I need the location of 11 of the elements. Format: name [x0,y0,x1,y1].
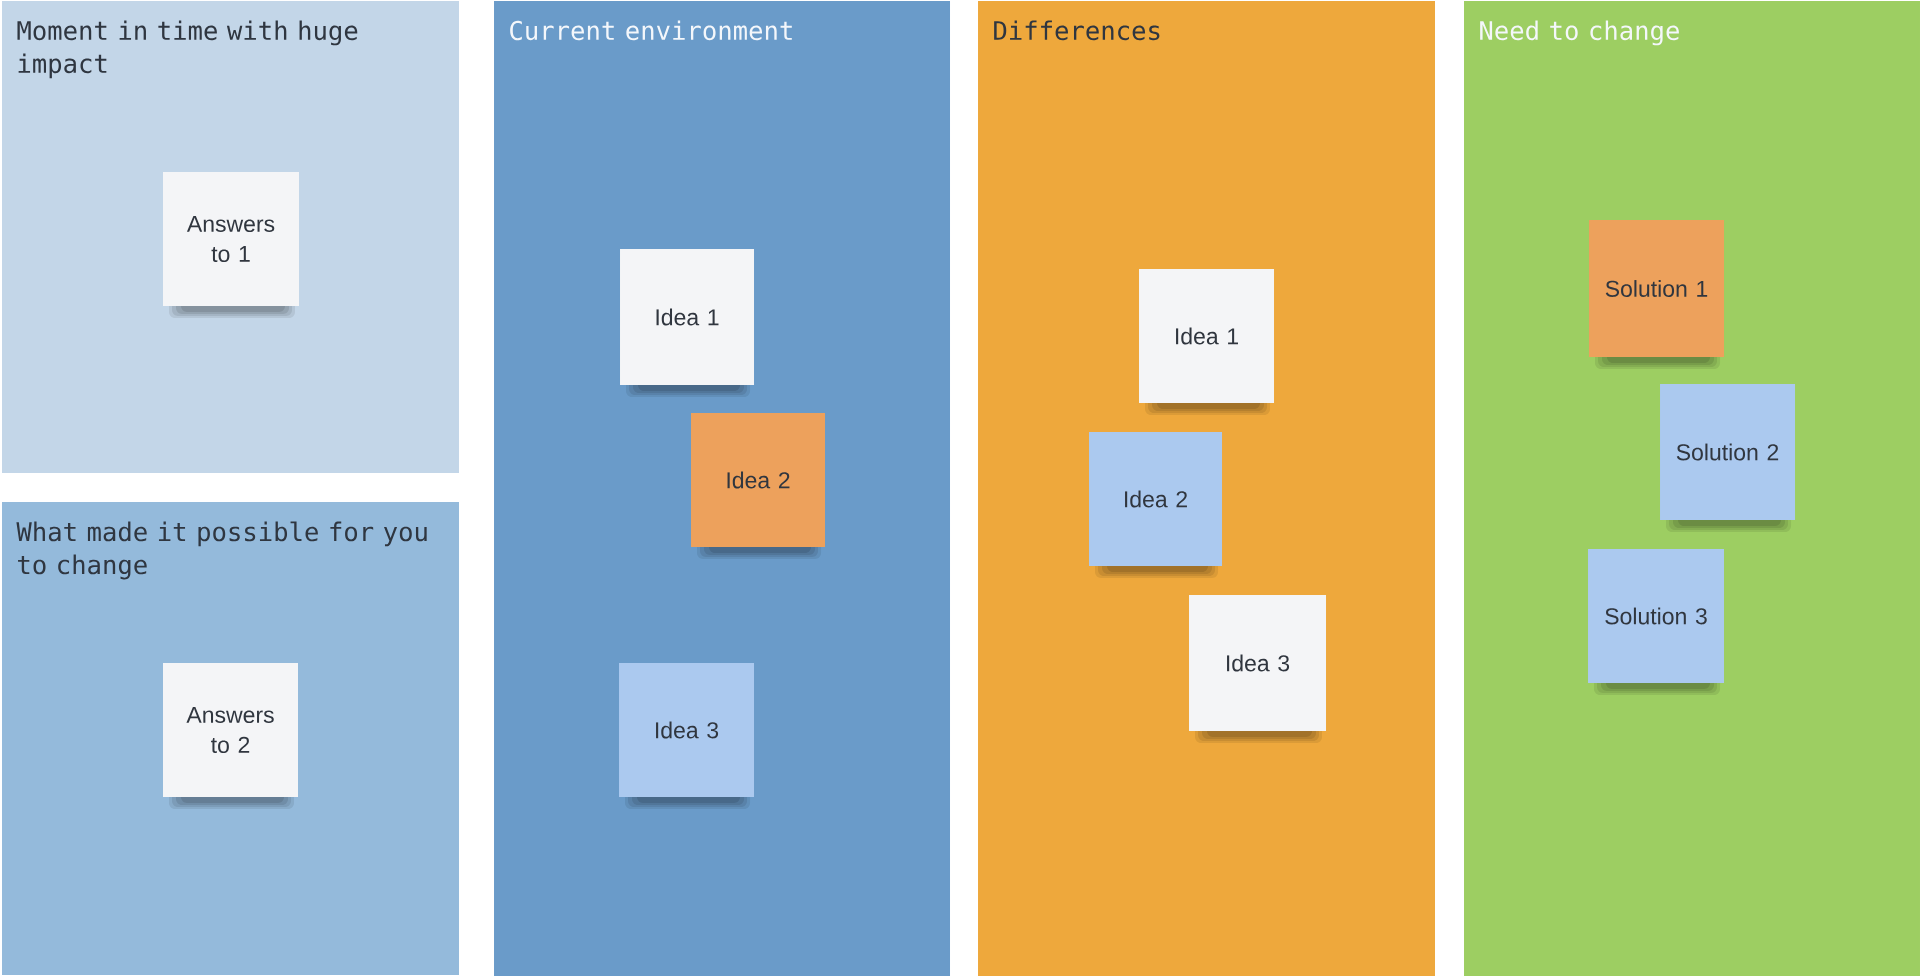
sticky-note: Idea 1 [1139,269,1274,415]
sticky-note: Solution 2 [1660,384,1796,532]
sticky-note: Idea 2 [1089,432,1222,578]
sticky-note: Solution 3 [1588,549,1724,695]
sticky-note: Answers to 1 [163,172,299,318]
sticky-note: Idea 3 [619,663,754,809]
sticky-note: Idea 2 [691,413,825,559]
sticky-note: Idea 3 [1189,595,1326,743]
sticky-note: Solution 1 [1589,220,1724,369]
sticky-note: Idea 1 [620,249,754,397]
sticky-note: Answers to 2 [163,663,298,809]
